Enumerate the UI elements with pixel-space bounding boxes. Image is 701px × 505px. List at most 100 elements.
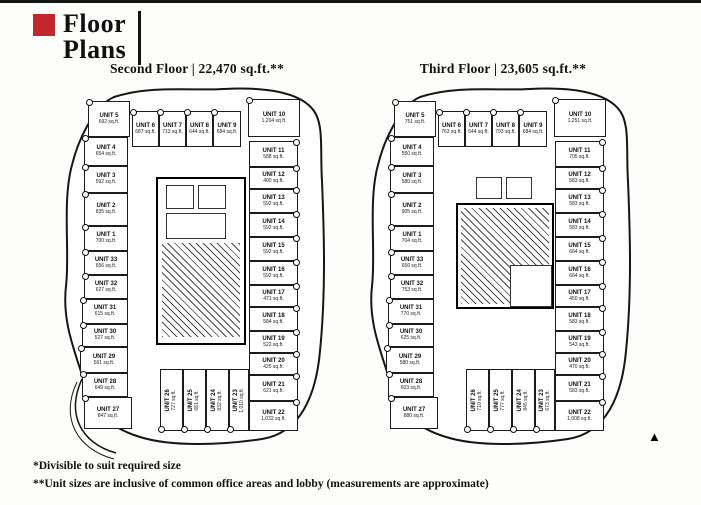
unit-sqft: 763 sq.ft.: [441, 128, 462, 135]
unit-sqft: 543 sq.ft.: [569, 341, 590, 348]
unit-name: UNIT 27: [402, 406, 426, 413]
unit-name: UNIT 11: [262, 147, 285, 154]
column-marker: [533, 426, 540, 433]
unit-name: UNIT 9: [217, 122, 237, 129]
unit-sqft: 1,032 sq.ft.: [261, 415, 286, 422]
column-marker: [158, 426, 165, 433]
unit-name: UNIT 4: [402, 145, 422, 152]
north-arrow-icon: ▲: [648, 429, 661, 444]
unit-name: UNIT 2: [402, 203, 422, 210]
column-marker: [293, 187, 300, 194]
unit-name: UNIT 19: [568, 335, 591, 342]
unit-sqft: 627 sq.ft.: [95, 286, 117, 293]
unit-sqft: 592 sq.ft.: [263, 200, 284, 207]
unit-sqft: 727 sq.ft.: [171, 389, 178, 411]
unit-sqft: 580 sq.ft.: [401, 179, 423, 186]
column-marker: [463, 109, 470, 116]
unit-name: UNIT 11: [568, 147, 591, 154]
unit-name: UNIT 14: [568, 218, 591, 225]
column-marker: [386, 297, 393, 304]
header-divider: [138, 11, 142, 65]
unit-name: UNIT 17: [568, 289, 591, 296]
unit-name: UNIT 12: [568, 171, 591, 178]
unit-sqft: 681 sq.ft.: [194, 389, 201, 411]
unit-sqft: 561 sq.ft.: [93, 359, 115, 366]
building-core: [456, 203, 554, 309]
unit-sqft: 713 sq.ft.: [162, 128, 183, 135]
unit-sqft: 751 sq.ft.: [404, 118, 426, 125]
unit-name: UNIT 17: [262, 289, 285, 296]
unit-sqft: 588 sq.ft.: [263, 153, 284, 160]
unit-sqft: 583 sq.ft.: [569, 387, 590, 394]
footnote-unit-sizes: **Unit sizes are inclusive of common off…: [33, 478, 489, 490]
column-marker: [552, 97, 559, 104]
stair-box: [166, 213, 226, 239]
unit-sqft: 527 sq.ft.: [94, 335, 116, 342]
column-marker: [599, 235, 606, 242]
building-core: [156, 177, 246, 345]
core-hatch: [162, 243, 240, 337]
column-marker: [487, 426, 494, 433]
unit-name: UNIT 16: [568, 266, 591, 273]
unit-name: UNIT 30: [399, 329, 423, 336]
unit-sqft: 584 sq.ft.: [263, 318, 284, 325]
column-marker: [517, 109, 524, 116]
column-marker: [386, 371, 393, 378]
page-title-line1: Floor: [63, 9, 127, 38]
unit-sqft: 656 sq.ft.: [401, 262, 423, 269]
column-marker: [82, 273, 89, 280]
unit-sqft: 522 sq.ft.: [263, 341, 284, 348]
unit-sqft: 700 sq.ft.: [95, 238, 117, 245]
column-marker: [80, 297, 87, 304]
unit-sqft: 1,010 sq.ft.: [238, 387, 245, 413]
column-marker: [80, 371, 87, 378]
unit-name: UNIT 19: [262, 335, 285, 342]
column-marker: [384, 345, 391, 352]
unit-sqft: 832 sq.ft.: [217, 389, 224, 411]
column-marker: [388, 249, 395, 256]
unit-name: UNIT 29: [398, 353, 422, 360]
unit-sqft: 705 sq.ft.: [569, 153, 590, 160]
unit-sqft: 1,204 sq.ft.: [261, 117, 287, 124]
unit-sqft: 621 sq.ft.: [263, 387, 284, 394]
column-marker: [293, 139, 300, 146]
column-marker: [227, 426, 234, 433]
unit-name: UNIT 2: [96, 203, 116, 210]
unit-name: UNIT 13: [568, 194, 591, 201]
unit-sqft: 450 sq.ft.: [569, 295, 590, 302]
unit-name: UNIT 9: [523, 122, 543, 129]
column-marker: [293, 259, 300, 266]
column-marker: [78, 345, 85, 352]
column-marker: [510, 426, 517, 433]
unit-name: UNIT 28: [93, 378, 117, 385]
unit-sqft: 684 sq.ft.: [216, 128, 238, 135]
page-title: Floor Plans: [63, 11, 126, 63]
column-marker: [211, 109, 218, 116]
unit-sqft: 400 sq.ft.: [263, 177, 284, 184]
unit-name: UNIT 10: [262, 111, 286, 118]
unit-name: UNIT 20: [568, 357, 591, 364]
